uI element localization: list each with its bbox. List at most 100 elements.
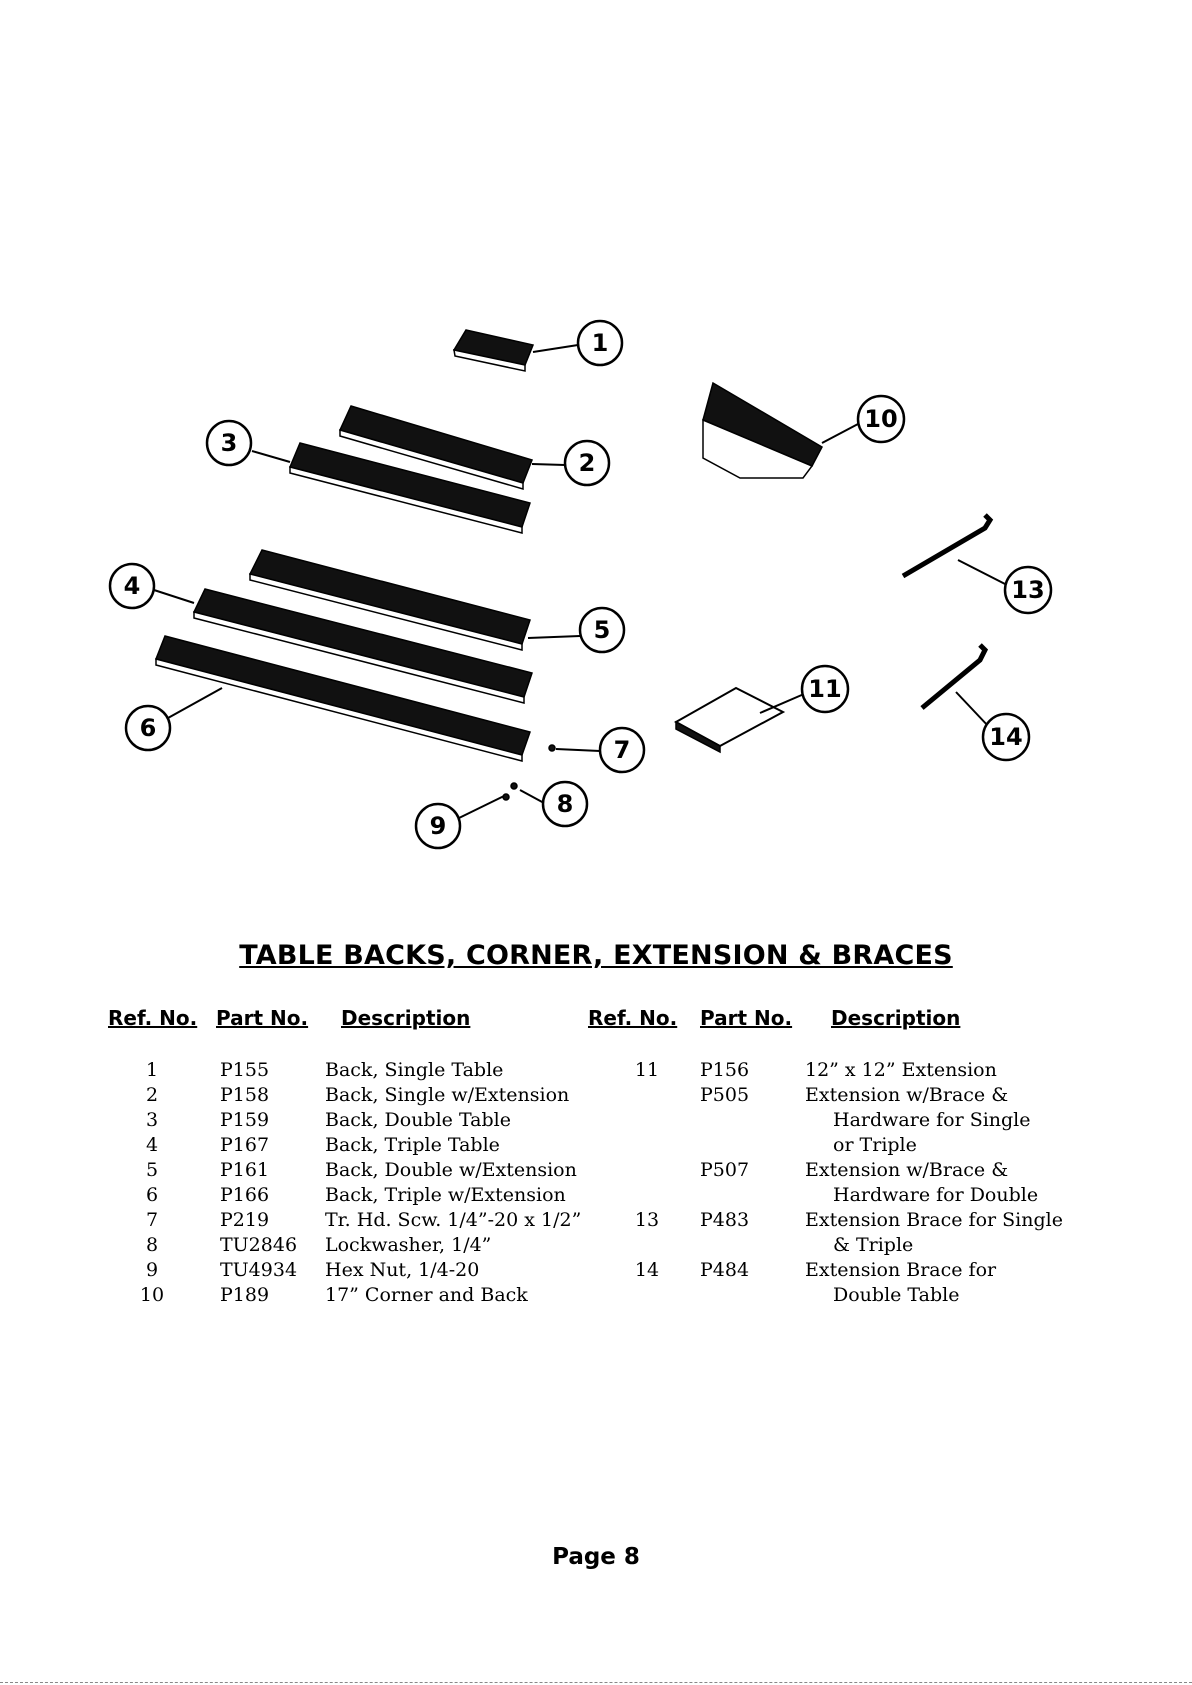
callout-4: 4 bbox=[124, 572, 141, 600]
description-cell: Back, Single w/Extension bbox=[325, 1084, 570, 1106]
part-no-cell: P166 bbox=[220, 1184, 270, 1206]
part-no-cell: TU2846 bbox=[220, 1234, 298, 1256]
description-cell: Back, Triple w/Extension bbox=[325, 1184, 566, 1206]
callout-5-circle bbox=[578, 606, 626, 654]
part-6-back-lip bbox=[155, 658, 523, 762]
callout-9: 9 bbox=[430, 812, 447, 840]
part-no-cell: P219 bbox=[220, 1209, 270, 1231]
table-row: Hardware for Single bbox=[580, 1108, 1192, 1133]
ref-no-cell: 8 bbox=[145, 1234, 159, 1256]
part-no-cell: P189 bbox=[220, 1284, 270, 1306]
callout-5: 5 bbox=[594, 616, 611, 644]
description-cell: Hardware for Double bbox=[833, 1184, 1039, 1206]
right-part-header: Part No. bbox=[700, 1006, 793, 1030]
callout-10-circle bbox=[856, 394, 906, 444]
part-no-cell: P505 bbox=[700, 1084, 750, 1106]
callout-11-circle bbox=[800, 664, 850, 714]
callout-11: 11 bbox=[808, 675, 841, 703]
callout-3: 3 bbox=[221, 429, 238, 457]
part-10-corner-plate bbox=[702, 418, 814, 479]
left-parts-table: 1 P155 Back, Single Table 2 P158 Back, Single… bbox=[0, 1058, 582, 1308]
table-row: or Triple bbox=[580, 1133, 1192, 1158]
table-row: 1 P155 Back, Single Table bbox=[0, 1058, 580, 1083]
ref-no-cell: 7 bbox=[145, 1209, 159, 1231]
page-number: Page 8 bbox=[552, 1544, 640, 1570]
table-row: 2 P158 Back, Single w/Extension bbox=[0, 1083, 580, 1108]
description-cell: Back, Triple Table bbox=[325, 1134, 500, 1156]
part-7-screw bbox=[548, 744, 556, 752]
callout-13: 13 bbox=[1011, 576, 1044, 604]
part-3-back-lip bbox=[289, 466, 523, 534]
table-row: & Triple bbox=[580, 1233, 1192, 1258]
part-no-cell: P167 bbox=[220, 1134, 270, 1156]
ref-no-cell: 9 bbox=[145, 1259, 159, 1281]
description-cell: & Triple bbox=[833, 1234, 914, 1256]
ref-no-cell: 10 bbox=[139, 1284, 165, 1306]
part-11-extension-edge bbox=[675, 720, 721, 754]
part-no-cell: TU4934 bbox=[220, 1259, 298, 1281]
ref-no-cell: 2 bbox=[145, 1084, 159, 1106]
right-ref-header: Ref. No. bbox=[588, 1006, 678, 1030]
part-no-cell: P158 bbox=[220, 1084, 270, 1106]
callout-6: 6 bbox=[140, 714, 157, 742]
description-cell: Hex Nut, 1/4-20 bbox=[325, 1259, 480, 1281]
right-desc-header: Description bbox=[831, 1006, 961, 1030]
callout-2: 2 bbox=[579, 449, 596, 477]
description-cell: Double Table bbox=[833, 1284, 960, 1306]
part-4-back-lip bbox=[193, 611, 525, 704]
part-no-cell: P507 bbox=[700, 1159, 750, 1181]
callout-8: 8 bbox=[557, 790, 574, 818]
callout-13-circle bbox=[1003, 565, 1053, 615]
part-no-cell: P155 bbox=[220, 1059, 270, 1081]
left-ref-header: Ref. No. bbox=[108, 1006, 198, 1030]
description-cell: Extension w/Brace & bbox=[805, 1084, 1009, 1106]
callout-9-circle bbox=[414, 802, 462, 850]
ref-no-cell: 3 bbox=[145, 1109, 159, 1131]
table-row: P507 Extension w/Brace & bbox=[580, 1158, 1192, 1183]
description-cell: Extension w/Brace & bbox=[805, 1159, 1009, 1181]
page-bottom-border bbox=[0, 1682, 1192, 1683]
part-5-back-lip bbox=[249, 573, 523, 651]
description-cell: Extension Brace for Single bbox=[805, 1209, 1063, 1231]
ref-no-cell: 5 bbox=[145, 1159, 159, 1181]
ref-no-cell: 14 bbox=[634, 1259, 660, 1281]
table-row: 3 P159 Back, Double Table bbox=[0, 1108, 580, 1133]
callout-4-circle bbox=[108, 562, 156, 610]
part-no-cell: P159 bbox=[220, 1109, 270, 1131]
callout-10: 10 bbox=[864, 405, 897, 433]
parts-diagram: 1 2 3 4 5 6 7 8 9 10 11 13 14 bbox=[108, 319, 1053, 850]
description-cell: Lockwasher, 1/4” bbox=[325, 1234, 492, 1256]
part-13-brace bbox=[901, 513, 994, 579]
table-row: Double Table bbox=[580, 1283, 1192, 1308]
description-cell: Back, Double Table bbox=[325, 1109, 511, 1131]
description-cell: Hardware for Single bbox=[833, 1109, 1031, 1131]
callout-2-circle bbox=[563, 439, 611, 487]
callout-7-circle bbox=[598, 726, 646, 774]
description-cell: Tr. Hd. Scw. 1/4”-20 x 1/2” bbox=[325, 1209, 582, 1231]
left-part-header: Part No. bbox=[216, 1006, 309, 1030]
description-cell: Back, Single Table bbox=[325, 1059, 504, 1081]
callout-14-circle bbox=[981, 712, 1031, 762]
ref-no-cell: 4 bbox=[145, 1134, 159, 1156]
description-cell: 17” Corner and Back bbox=[325, 1284, 528, 1306]
table-row: 4 P167 Back, Triple Table bbox=[0, 1133, 580, 1158]
table-row: 8 TU2846 Lockwasher, 1/4” bbox=[0, 1233, 580, 1258]
part-2-back-lip bbox=[339, 429, 524, 490]
description-cell: or Triple bbox=[833, 1134, 917, 1156]
description-cell: Back, Double w/Extension bbox=[325, 1159, 577, 1181]
callout-6-circle bbox=[124, 704, 172, 752]
callout-1: 1 bbox=[592, 329, 609, 357]
table-row: 9 TU4934 Hex Nut, 1/4-20 bbox=[0, 1258, 580, 1283]
ref-no-cell: 1 bbox=[145, 1059, 159, 1081]
part-no-cell: P156 bbox=[700, 1059, 750, 1081]
callout-1-circle bbox=[576, 319, 624, 367]
table-row: 10 P189 17” Corner and Back bbox=[0, 1283, 580, 1308]
callout-14: 14 bbox=[989, 723, 1022, 751]
callout-7: 7 bbox=[614, 736, 631, 764]
callout-8-circle bbox=[541, 780, 589, 828]
